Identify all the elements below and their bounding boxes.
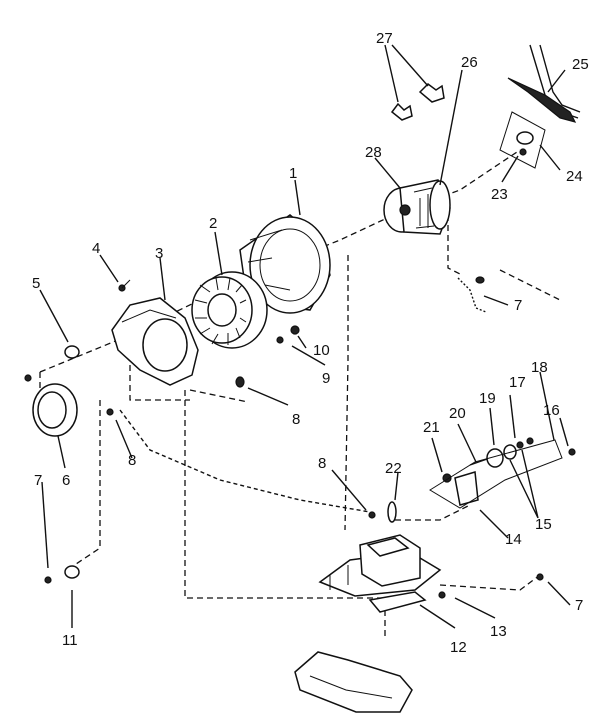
callout-8-right: 8 (318, 455, 326, 472)
belt-part-25 (507, 44, 581, 123)
callout-28: 28 (365, 144, 382, 161)
pulley-assembly-24 (499, 111, 546, 169)
small-hardware (24, 279, 576, 599)
callout-7-right-upper: 7 (514, 297, 522, 314)
seal-ring-part-6 (32, 383, 78, 437)
callout-9: 9 (322, 370, 330, 387)
callout-20: 20 (449, 405, 466, 422)
callout-7-right-lower: 7 (575, 597, 583, 614)
callout-26: 26 (461, 54, 478, 71)
callout-17: 17 (509, 374, 526, 391)
callout-3: 3 (155, 245, 163, 262)
callout-4: 4 (92, 240, 100, 257)
clip-parts-27 (390, 83, 445, 121)
blower-wheel-part-2 (191, 271, 268, 349)
callout-24: 24 (566, 168, 583, 185)
callout-13: 13 (490, 623, 507, 640)
front-panel-part-3 (111, 297, 199, 386)
callout-7-left: 7 (34, 472, 42, 489)
callout-21: 21 (423, 419, 440, 436)
wire-harness-right (457, 276, 487, 313)
leader-lines (39, 44, 571, 629)
callout-10: 10 (313, 342, 330, 359)
callout-8-mid: 8 (292, 411, 300, 428)
callout-2: 2 (209, 215, 217, 232)
callout-5: 5 (32, 275, 40, 292)
callout-23: 23 (491, 186, 508, 203)
callout-12: 12 (450, 639, 467, 656)
motor-part-28 (383, 179, 451, 235)
motor-base-part-12 (318, 534, 442, 613)
callout-22: 22 (385, 460, 402, 477)
callout-14: 14 (505, 531, 522, 548)
wire-harness-left (119, 409, 371, 513)
callout-19: 19 (479, 390, 496, 407)
callout-15: 15 (535, 516, 552, 533)
callout-6: 6 (62, 472, 70, 489)
callout-labels: 1 2 3 4 5 6 7 7 7 8 8 8 9 10 11 12 13 14… (32, 30, 589, 656)
lower-tray (294, 651, 413, 713)
callout-8-left: 8 (128, 452, 136, 469)
callout-18: 18 (531, 359, 548, 376)
blower-housing-part-1 (239, 214, 331, 314)
callout-27: 27 (376, 30, 393, 47)
linkage-parts-14-21 (429, 437, 563, 509)
callout-11: 11 (62, 632, 78, 649)
callout-25: 25 (572, 56, 589, 73)
callout-16: 16 (543, 402, 560, 419)
part-22 (387, 501, 397, 523)
callout-1: 1 (289, 165, 297, 182)
